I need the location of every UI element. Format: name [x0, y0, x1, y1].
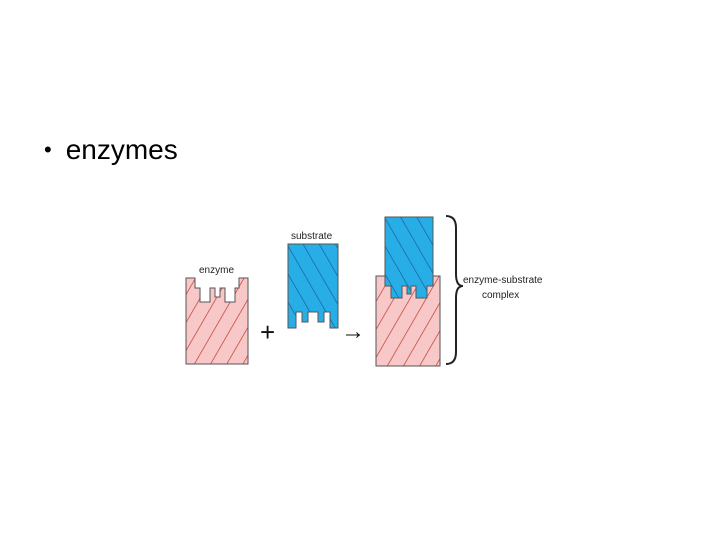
- enzyme-label: enzyme: [199, 265, 234, 276]
- bullet-dot: •: [44, 137, 52, 162]
- complex-substrate-shape: [384, 216, 434, 299]
- bullet-item: • enzymes: [44, 134, 178, 166]
- plus-sign: +: [260, 317, 275, 347]
- enzyme-shape: [185, 277, 249, 365]
- substrate-label: substrate: [291, 231, 333, 242]
- bullet-text: enzymes: [65, 134, 178, 165]
- substrate-shape: [287, 243, 339, 329]
- complex-label-line2: complex: [482, 290, 519, 301]
- complex-label-line1: enzyme-substrate: [463, 275, 543, 286]
- reaction-arrow: →: [341, 318, 365, 345]
- curly-brace: [445, 215, 464, 365]
